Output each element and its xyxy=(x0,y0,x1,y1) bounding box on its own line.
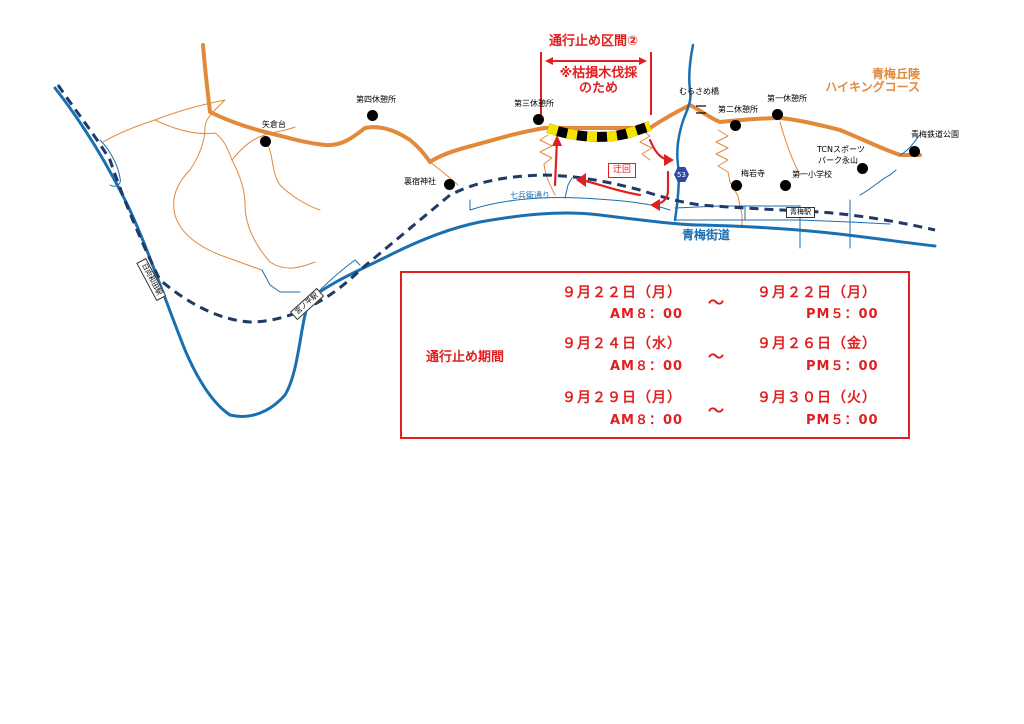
hiking-course-label-line1: 青梅丘陵 xyxy=(871,67,920,81)
dai2-marker-icon xyxy=(730,120,741,131)
row1-start-time: AM８：00 xyxy=(610,307,684,322)
row3-start-date: ９月２９日（月） xyxy=(562,390,682,406)
closure-period-label: 通行止め期間 xyxy=(426,350,505,365)
railway-line xyxy=(56,84,936,324)
detour-arrows xyxy=(552,135,674,211)
closure-bracket xyxy=(540,52,652,115)
park-label: 青梅鉄道公園 xyxy=(911,130,959,139)
oume-station-label: 青梅駅 xyxy=(786,207,815,218)
row3-end-date: ９月３０日（火） xyxy=(757,390,877,406)
row1-start-date: ９月２２日（月） xyxy=(562,285,682,301)
dai3-label: 第三休憩所 xyxy=(514,99,554,108)
row3-start-time: AM８：00 xyxy=(610,413,684,428)
bridge-icon xyxy=(696,105,706,114)
baiganji-label: 梅岩寺 xyxy=(741,169,765,178)
murasame-label: むらさめ橋 xyxy=(679,87,719,96)
tcn-label-line1: TCNスポーツ xyxy=(817,145,865,154)
row2-end-time: PM５：00 xyxy=(806,359,879,374)
row2-start-date: ９月２４日（水） xyxy=(562,336,682,352)
detour-label: 迂回 xyxy=(608,163,637,178)
row1-end-time: PM５：00 xyxy=(806,307,879,322)
dai1-marker-icon xyxy=(772,109,783,120)
row3-end-time: PM５：00 xyxy=(806,413,879,428)
closure-schedule-panel: 通行止め期間 ９月２２日（月） AM８：00 ～ ９月２２日（月） PM５：00… xyxy=(400,271,910,439)
urajuku-label: 裏宿神社 xyxy=(404,177,436,186)
row3-separator: ～ xyxy=(708,401,725,420)
tcn-label-line2: パーク永山 xyxy=(818,156,858,165)
row1-separator: ～ xyxy=(708,293,725,312)
side-trails xyxy=(102,99,801,271)
row1-end-date: ９月２２日（月） xyxy=(757,285,877,301)
dai4-label: 第四休憩所 xyxy=(356,95,396,104)
closed-section xyxy=(546,121,652,142)
urajuku-marker-icon xyxy=(444,179,455,190)
oume-kaido-label: 青梅街道 xyxy=(682,228,731,242)
dai1-label: 第一休憩所 xyxy=(767,94,807,103)
closure-reason: ※枯損木伐採 のため xyxy=(551,66,646,97)
tcn-marker-icon xyxy=(857,163,868,174)
blue-roads xyxy=(53,43,937,418)
school-label: 第一小学校 xyxy=(792,170,832,179)
hiking-course-label-line2: ハイキングコース xyxy=(825,80,920,95)
dai3-marker-icon xyxy=(533,114,544,125)
detour-arrow-down xyxy=(653,170,670,207)
dai2-label: 第二休憩所 xyxy=(718,105,758,114)
hiking-course-label: 青梅丘陵 ハイキングコース xyxy=(820,67,920,95)
park-marker-icon xyxy=(909,146,920,157)
dai4-marker-icon xyxy=(367,110,378,121)
baiganji-marker-icon xyxy=(731,180,742,191)
row2-start-time: AM８：00 xyxy=(610,359,684,374)
closure-reason-line2: のため xyxy=(578,80,618,96)
yaguradai-marker-icon xyxy=(260,136,271,147)
detour-arrow-up-left xyxy=(553,138,559,187)
school-marker-icon xyxy=(780,180,791,191)
yaguradai-label: 矢倉台 xyxy=(262,120,286,129)
hiking-course-path xyxy=(201,43,922,164)
closure-reason-line1: ※枯損木伐採 xyxy=(559,66,638,81)
shichihei-road-label: 七兵衛通り xyxy=(510,191,550,200)
route-53-shield-icon: 53 xyxy=(674,167,689,182)
main-road-curve xyxy=(53,86,937,418)
row2-end-date: ９月２６日（金） xyxy=(757,336,877,352)
closure-title: 通行止め区間② xyxy=(549,34,639,49)
row2-separator: ～ xyxy=(708,347,725,366)
river-vertical xyxy=(673,43,695,222)
